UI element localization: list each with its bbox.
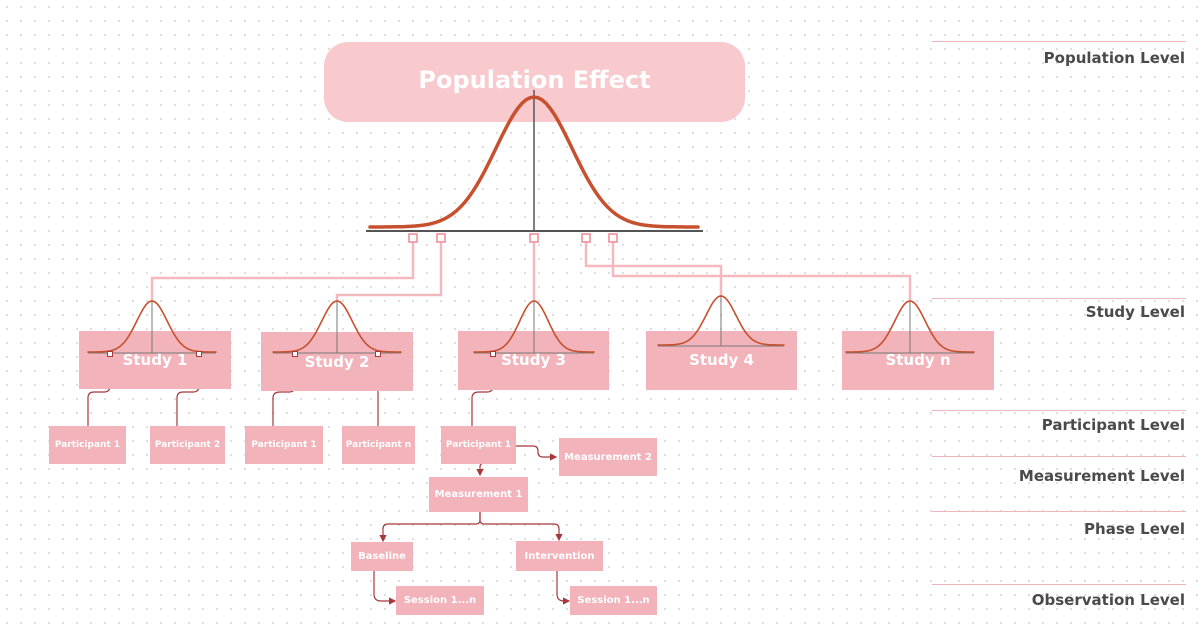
population-effect-box: Population Effect: [324, 42, 745, 122]
baseline-box: Baseline: [351, 542, 413, 571]
intervention-box: Intervention: [516, 541, 603, 571]
level-label-participant: Participant Level: [1041, 416, 1185, 434]
baseline-session-label: Session 1...n: [403, 595, 477, 606]
level-divider: [932, 511, 1186, 512]
study-4-label: Study 4: [689, 351, 754, 369]
connector-study-2: [335, 238, 443, 300]
intervention-session-box: Session 1...n: [570, 586, 657, 615]
study-4-box: Study 4: [646, 331, 797, 390]
measurement-1-label: Measurement 1: [434, 489, 523, 500]
level-divider: [932, 41, 1186, 42]
participant-label: Participant 1: [251, 440, 317, 450]
participant-label: Participant n: [345, 440, 412, 450]
participant-box: Participant 1: [49, 426, 126, 464]
connector-study-1: [150, 238, 415, 300]
population-effect-title: Population Effect: [418, 66, 651, 94]
level-label-measurement: Measurement Level: [1018, 467, 1185, 485]
participant-box: Participant n: [342, 426, 415, 464]
measurement-1-box: Measurement 1: [429, 477, 528, 512]
study-3-box: Study 3: [458, 331, 609, 390]
arrow-intervention-session: [556, 571, 571, 605]
level-label-observation: Observation Level: [1031, 591, 1185, 609]
arrow-p1-m2: [516, 445, 558, 461]
study-3-label: Study 3: [501, 351, 566, 369]
study-1-box: Study 1: [79, 331, 231, 389]
participant-box: Participant 1: [245, 426, 323, 464]
participant-box: Participant 2: [150, 426, 225, 464]
study-n-label: Study n: [885, 351, 951, 369]
intervention-label: Intervention: [524, 550, 595, 562]
measurement-2-box: Measurement 2: [559, 438, 657, 476]
level-divider: [932, 410, 1186, 411]
level-divider: [932, 584, 1186, 585]
connector-study-n: [611, 238, 912, 300]
connector-study-4: [584, 238, 723, 296]
baseline-session-box: Session 1...n: [396, 586, 484, 615]
level-label-population: Population Level: [1043, 49, 1185, 67]
arrow-m1-intervention: [479, 512, 563, 542]
participant-box: Participant 1: [441, 426, 516, 464]
arrow-p1-m1: [476, 462, 496, 477]
baseline-label: Baseline: [358, 551, 406, 562]
study-1-label: Study 1: [122, 351, 188, 369]
level-label-study: Study Level: [1085, 303, 1185, 321]
study-2-box: Study 2: [261, 332, 413, 391]
participant-label: Participant 1: [54, 440, 121, 450]
participant-label: Participant 2: [154, 440, 221, 450]
level-label-phase: Phase Level: [1084, 520, 1185, 538]
arrow-baseline-session: [373, 571, 397, 605]
arrow-m1-baseline: [379, 512, 481, 543]
measurement-2-label: Measurement 2: [564, 451, 652, 463]
level-divider: [932, 456, 1186, 457]
study-n-box: Study n: [842, 331, 994, 390]
participant-label: Participant 1: [445, 440, 512, 450]
level-divider: [932, 298, 1186, 299]
study-2-label: Study 2: [304, 353, 370, 371]
study-connectors: [150, 238, 912, 300]
intervention-session-label: Session 1...n: [577, 595, 650, 606]
